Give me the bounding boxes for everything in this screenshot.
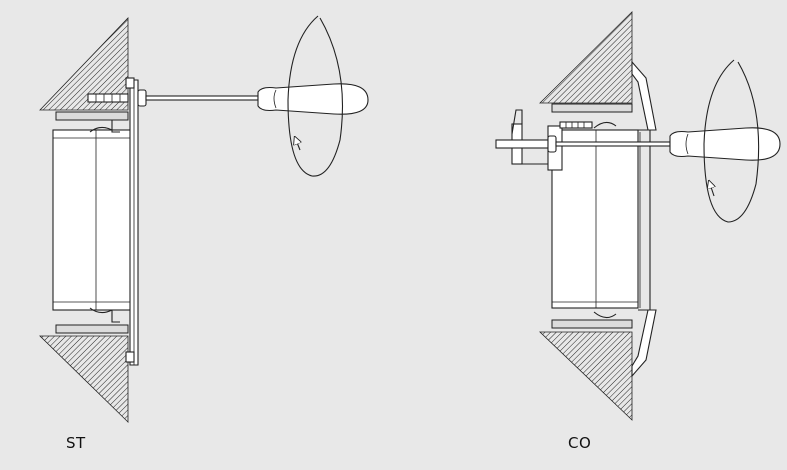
- st-assembly: [39, 17, 147, 423]
- st-screw-shank: [87, 93, 129, 103]
- co-duct-body: [551, 129, 639, 309]
- st-lower-plate: [55, 324, 129, 334]
- caption-co: CO: [568, 434, 592, 452]
- screwdriver-icon-right: [555, 127, 781, 161]
- co-front-trim: [631, 60, 657, 131]
- st-upper-wall: [39, 17, 129, 111]
- st-duct-body: [52, 129, 138, 311]
- co-lower-wall: [539, 331, 633, 421]
- rotation-arrow-icon: [287, 15, 344, 177]
- co-assembly: [495, 11, 657, 421]
- st-lower-wall: [39, 335, 129, 423]
- st-upper-plate: [55, 111, 129, 121]
- screwdriver-icon: [145, 83, 369, 115]
- caption-st: ST: [66, 434, 86, 452]
- co-upper-wall: [539, 11, 633, 104]
- rotation-arrow-icon-right: [703, 59, 760, 223]
